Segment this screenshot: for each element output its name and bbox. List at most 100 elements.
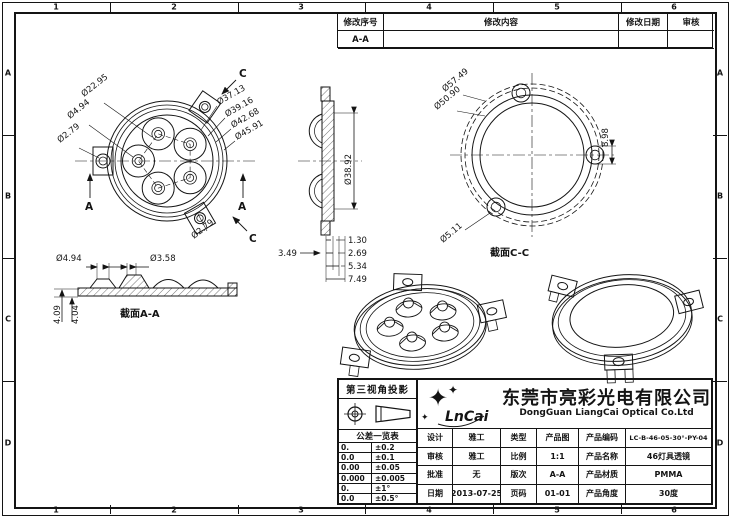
dimension-label: Ø38.92 — [343, 154, 354, 185]
zone-letter: C — [717, 314, 723, 324]
zone-letter: D — [716, 438, 724, 448]
info-label-material: 产品材质 — [579, 466, 626, 485]
zone-tick — [238, 505, 239, 514]
zone-tick — [621, 505, 622, 514]
zone-number: 5 — [554, 505, 560, 515]
info-label-date: 日期 — [418, 484, 453, 503]
screw-boss — [486, 83, 605, 217]
dimension-label: 8.98 — [601, 128, 611, 147]
company-and-info-block: ✦ ✦ ✦ LnCai 东莞市亮彩光电有限公司 DongGuan LiangCa… — [418, 380, 711, 503]
tolerance-range: 0.000 — [339, 473, 372, 483]
tolerance-range: 0.0 — [339, 493, 372, 504]
info-label-approve: 批准 — [418, 466, 453, 485]
dimension-label: Ø5.11 — [438, 220, 465, 245]
zone-tick — [2, 258, 14, 259]
projection-symbols — [339, 399, 416, 430]
zone-tick — [365, 505, 366, 514]
zone-number: 3 — [298, 505, 304, 515]
info-label-type: 类型 — [501, 429, 537, 448]
title-block: 第三视角投影 公差一览表 0.±0.2 0.0±0.1 0.00±0.05 0.… — [337, 378, 713, 505]
section-letter-c: C — [249, 233, 257, 245]
info-label-design: 设计 — [418, 429, 453, 448]
company-band: ✦ ✦ ✦ LnCai 东莞市亮彩光电有限公司 DongGuan LiangCa… — [418, 380, 711, 429]
info-value-check: 雅工 — [453, 447, 501, 466]
info-value-code: LC-B-46-05-30°-PY-04 — [626, 429, 711, 448]
zone-letter: A — [4, 68, 12, 78]
logo-star-icon: ✦ — [428, 384, 448, 412]
info-value-name: 46灯具透镜 — [626, 448, 711, 466]
info-label-name: 产品名称 — [579, 447, 626, 466]
zone-number: 4 — [426, 2, 432, 12]
revision-col-check: 审核 — [668, 13, 714, 31]
projection-title: 第三视角投影 — [339, 380, 416, 399]
info-label-check: 审核 — [418, 447, 453, 466]
revision-table: 修改序号 修改内容 修改日期 审核 A-A — [337, 12, 714, 49]
front-view — [75, 79, 258, 235]
ring-section-dimensions: Ø57.49 Ø50.90 Ø5.11 8.98 截面C-C — [432, 66, 611, 259]
info-label-scale: 比例 — [501, 447, 537, 466]
lncai-logo: ✦ ✦ ✦ LnCai — [418, 380, 502, 428]
revision-row-no: A-A — [338, 31, 384, 49]
iso-lens-view — [339, 273, 508, 377]
zone-number: 1 — [53, 2, 59, 12]
info-value-revision: A-A — [537, 466, 579, 485]
zone-number: 3 — [298, 2, 304, 12]
dimension-label: Ø2.79 — [55, 121, 82, 145]
zone-number: 2 — [171, 505, 177, 515]
info-value-design: 雅工 — [453, 429, 501, 448]
dimension-label: 7.49 — [348, 275, 367, 285]
tolerance-range: 0.00 — [339, 463, 372, 473]
zone-number: 2 — [171, 2, 177, 12]
zone-tick — [713, 381, 727, 382]
section-letter-a: A — [85, 201, 94, 213]
info-value-scale: 1:1 — [537, 447, 579, 466]
revision-col-no: 修改序号 — [338, 13, 384, 31]
dimension-label: 5.34 — [348, 262, 367, 272]
info-value-type: 产品图 — [537, 429, 579, 448]
side-section-dimensions: Ø38.92 1.30 2.69 5.34 7.49 3.49 — [278, 154, 367, 285]
zone-tick — [493, 505, 494, 514]
zone-number: 1 — [53, 505, 59, 515]
revision-row-date — [619, 31, 668, 49]
zone-letter: C — [5, 314, 11, 324]
cone-frustum-symbol-icon — [374, 405, 411, 423]
mount-tab-left — [92, 146, 114, 176]
dimension-label: 1.30 — [348, 236, 367, 246]
ring-section-view — [450, 73, 616, 237]
zone-tick — [2, 381, 14, 382]
iso-ring-tab — [547, 274, 578, 303]
zone-tick — [621, 2, 622, 12]
revision-col-content: 修改内容 — [384, 13, 619, 31]
zone-tick — [493, 2, 494, 12]
revision-row-check — [668, 31, 714, 49]
lens-circles — [122, 117, 207, 205]
dimension-label: Ø22.95 — [79, 72, 110, 100]
info-label-angle: 产品角度 — [579, 484, 626, 503]
zone-tick — [110, 2, 111, 12]
zone-tick — [365, 2, 366, 12]
iso-lens-tab — [392, 273, 423, 292]
info-label-revision: 版次 — [501, 466, 537, 485]
tolerance-row: 0.0±0.5° — [339, 493, 416, 504]
zone-tick — [2, 135, 14, 136]
zone-tick — [238, 2, 239, 12]
section-letter-c: C — [239, 68, 247, 80]
tolerance-row: 0.000±0.005 — [339, 473, 416, 484]
tolerance-value: ±0.1 — [375, 453, 395, 463]
first-angle-symbol-icon — [343, 403, 366, 425]
tolerance-range: 0.0 — [339, 453, 372, 463]
dimension-label: Ø3.58 — [150, 253, 176, 264]
zone-number: 4 — [426, 505, 432, 515]
revision-col-date: 修改日期 — [619, 13, 668, 31]
dimension-label: 3.49 — [278, 249, 297, 259]
zone-number: 6 — [671, 2, 677, 12]
zone-tick — [713, 135, 727, 136]
dimension-label: 4.09 — [53, 305, 63, 324]
dimension-label: 4.04 — [71, 305, 81, 324]
iso-lens-domes — [376, 297, 459, 352]
info-value-approve: 无 — [453, 466, 501, 485]
section-letter-a: A — [238, 201, 247, 213]
side-section-view — [298, 86, 362, 282]
